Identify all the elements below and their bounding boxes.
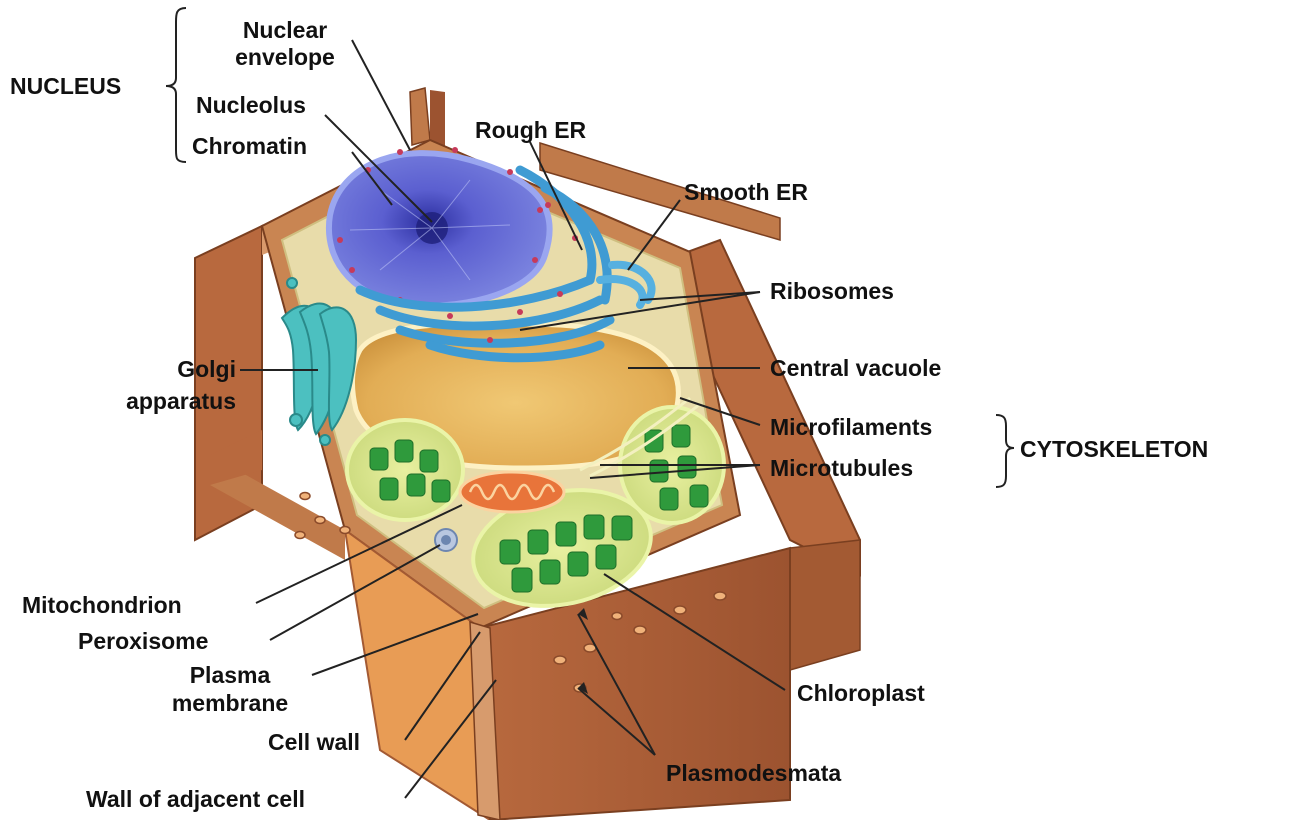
cytoskeleton-group-label: CYTOSKELETON — [1020, 436, 1208, 462]
golgi-label-line2: apparatus — [80, 388, 236, 414]
nucleolus-label: Nucleolus — [196, 92, 306, 118]
microfilaments-label: Microfilaments — [770, 414, 932, 440]
cell-wall-label: Cell wall — [268, 729, 360, 755]
peroxisome — [435, 529, 457, 551]
mitochondrion-label: Mitochondrion — [22, 592, 182, 618]
nucleus-bracket — [166, 8, 186, 162]
peroxisome-label: Peroxisome — [78, 628, 208, 654]
ribosomes-label: Ribosomes — [770, 278, 894, 304]
nucleus-group-label: NUCLEUS — [10, 73, 121, 99]
central-vacuole-label: Central vacuole — [770, 355, 941, 381]
cytoskeleton-bracket — [996, 415, 1014, 487]
rough-er-label: Rough ER — [475, 117, 586, 143]
golgi-label-line1: Golgi — [80, 356, 236, 382]
plasmodesmata-label: Plasmodesmata — [666, 760, 841, 786]
plasma-membrane-label-line1: Plasma — [150, 662, 310, 688]
chromatin-label: Chromatin — [192, 133, 307, 159]
smooth-er-label: Smooth ER — [684, 179, 808, 205]
nuclear-envelope-label-line2: envelope — [212, 44, 358, 70]
microtubules-label: Microtubules — [770, 455, 913, 481]
mitochondrion — [460, 472, 564, 512]
nuclear-envelope-label-line1: Nuclear — [212, 17, 358, 43]
chloroplast-label: Chloroplast — [797, 680, 925, 706]
plasma-membrane-label-line2: membrane — [140, 690, 320, 716]
wall-of-adjacent-cell-label: Wall of adjacent cell — [86, 786, 305, 812]
